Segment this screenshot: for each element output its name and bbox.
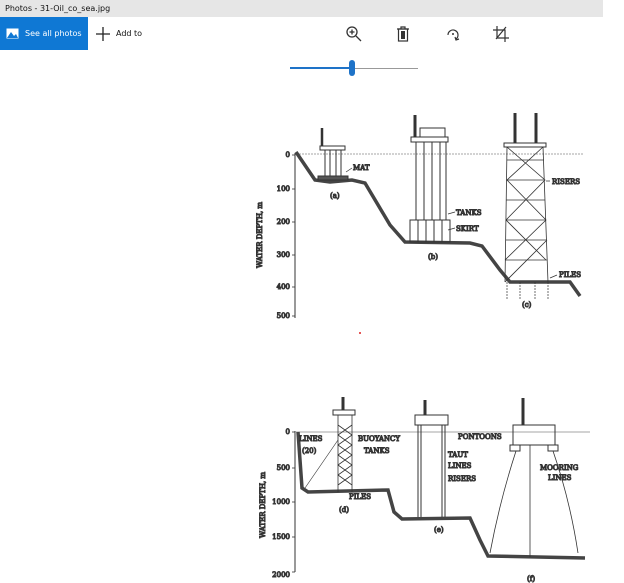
tick-label: 0	[286, 428, 290, 436]
tick-label: 200	[277, 218, 290, 226]
slider-track	[352, 67, 418, 69]
diagram-bottom: 0 500 1000 1500 2000 WATER DEPTH, m LINE…	[259, 397, 590, 583]
plus-icon	[96, 26, 110, 41]
label-lines-count: (20)	[302, 447, 317, 455]
label-pontoons: PONTOONS	[458, 433, 502, 441]
label-mat: MAT	[353, 164, 370, 172]
label-c: (c)	[522, 301, 532, 309]
label-f: (f)	[527, 575, 535, 583]
label-skirt: SKIRT	[456, 225, 479, 233]
label-e: (e)	[434, 526, 444, 534]
tick-label: 400	[277, 283, 290, 291]
platform-d	[304, 397, 356, 492]
seabed	[294, 151, 582, 298]
platform-a	[317, 128, 349, 181]
tick-label: 2000	[272, 571, 290, 579]
label-mooring-lines: LINES	[548, 474, 572, 482]
label-taut-lines: LINES	[448, 462, 472, 470]
zoom-in-icon[interactable]	[345, 25, 363, 43]
axis-label: WATER DEPTH, m	[256, 202, 264, 268]
tick-label: 1500	[272, 533, 290, 541]
tick-label: 500	[277, 312, 290, 320]
rotate-icon[interactable]	[444, 25, 462, 43]
label-d: (d)	[339, 506, 349, 514]
axis-label: WATER DEPTH, m	[259, 472, 267, 538]
slider-thumb[interactable]	[349, 60, 355, 76]
photo-icon	[6, 28, 19, 39]
platform-c	[503, 113, 549, 300]
label-lines: LINES	[299, 435, 323, 443]
label-a: (a)	[330, 192, 340, 200]
label-piles: PILES	[349, 493, 371, 501]
label-taut: TAUT	[448, 451, 468, 459]
see-all-photos-label: See all photos	[25, 29, 82, 38]
seabed	[296, 431, 586, 560]
label-b: (b)	[428, 253, 438, 261]
diagram-top: 0 100 200 300 400 500 WATER DEPTH, m MAT…	[256, 113, 583, 321]
zoom-slider[interactable]	[290, 60, 420, 76]
tick-label: 0	[286, 151, 290, 159]
slider-fill	[290, 67, 352, 69]
red-dot	[359, 332, 361, 334]
platform-f	[489, 398, 579, 557]
label-tanks: TANKS	[456, 209, 482, 217]
platform-b	[409, 115, 451, 243]
delete-icon[interactable]	[394, 25, 412, 43]
tick-label: 300	[277, 251, 290, 259]
add-to-button[interactable]: Add to	[96, 17, 142, 50]
window-title: Photos - 31-Oil_co_sea.jpg	[0, 0, 603, 17]
label-buoyancy: BUOYANCY	[358, 435, 400, 443]
platform-e	[414, 400, 449, 517]
label-mooring: MOORING	[540, 464, 579, 472]
tick-label: 100	[277, 185, 290, 193]
add-to-label: Add to	[116, 29, 143, 38]
tick-label: 1000	[272, 498, 290, 506]
crop-icon[interactable]	[492, 25, 510, 43]
label-risers: RISERS	[448, 475, 476, 483]
label-risers: RISERS	[552, 178, 580, 186]
tick-label: 500	[277, 464, 290, 472]
label-tanks: TANKS	[364, 447, 390, 455]
label-piles: PILES	[559, 271, 581, 279]
see-all-photos-button[interactable]: See all photos	[0, 17, 88, 50]
